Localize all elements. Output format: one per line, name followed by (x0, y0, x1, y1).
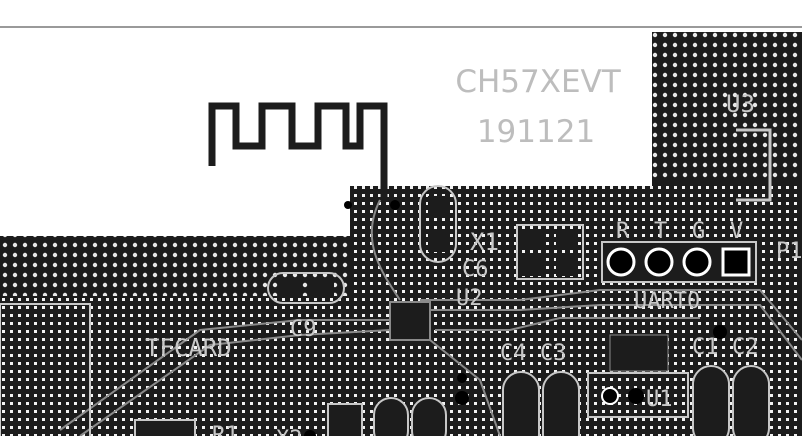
label-c2: C2 (732, 335, 759, 360)
header-pin-label: T (654, 219, 667, 244)
label-p1: P1 (776, 239, 802, 264)
header-pin-r (606, 247, 636, 277)
capacitor (373, 397, 409, 436)
crystal-x1-outline (419, 185, 457, 263)
label-tfcard: TFCARD (145, 334, 232, 362)
label-u1: U1 (646, 387, 673, 412)
capacitor (411, 397, 447, 436)
component-outline (516, 224, 584, 280)
header-pin-label: V (730, 219, 743, 244)
crystal-x1-pad (428, 230, 448, 252)
tfcard-outline (0, 303, 91, 436)
top-margin (0, 0, 802, 27)
ground-pour (0, 32, 802, 436)
resistor-r1 (134, 419, 196, 436)
chip-u2 (389, 301, 431, 341)
pcb-antenna (208, 102, 388, 200)
capacitor-c2 (732, 365, 770, 436)
label-c6: C6 (462, 257, 489, 282)
label-u3: U3 (726, 90, 755, 118)
label-c9: C9 (290, 317, 317, 342)
crystal-x1-pad (428, 196, 448, 218)
signal-traces (59, 199, 802, 436)
header-pin-t (644, 247, 674, 277)
header-pin-v (721, 247, 751, 277)
label-r1: R1 (212, 423, 239, 436)
board-title: CH57XEVT (455, 64, 621, 100)
ground-pour-top-right (652, 32, 802, 182)
label-c4: C4 (500, 341, 527, 366)
board-date-code: 191121 (477, 114, 595, 150)
label-x1: X1 (470, 228, 499, 256)
label-c1: C1 (692, 335, 719, 360)
chip-u1-tab (609, 334, 669, 372)
label-u2: U2 (456, 286, 483, 311)
header-pin-g (682, 247, 712, 277)
chip-u1-outline (587, 372, 689, 418)
label-c3: C3 (540, 341, 567, 366)
label-uart: UART0 (634, 289, 700, 314)
capacitor-c3 (542, 371, 580, 436)
crystal-x2-pad (327, 403, 363, 436)
vias (304, 200, 727, 436)
capacitor-c4 (502, 371, 540, 436)
capacitor-c9-outline (267, 272, 345, 304)
capacitor-c1 (692, 365, 730, 436)
header-pin-label: R (616, 219, 630, 244)
header-pin-label: G (692, 219, 705, 244)
chip-u3-outline (736, 128, 772, 202)
label-x2: X2 (276, 427, 303, 436)
